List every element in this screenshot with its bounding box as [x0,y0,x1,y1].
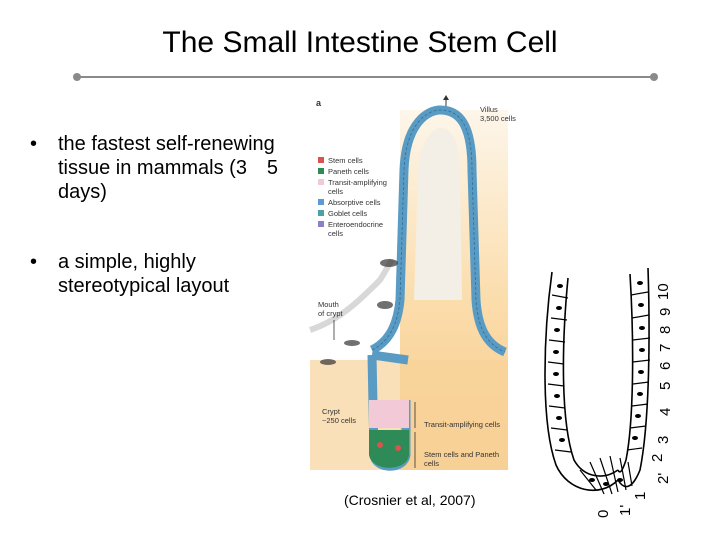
adjacent-villus [309,258,395,333]
legend-label: cells [328,187,343,196]
position-number: 5 [657,382,674,390]
cell-cluster [380,259,398,267]
bullet-item: • a simple, highly stereotypical layout [30,250,300,298]
nucleus [637,392,643,396]
cell-type-legend: Stem cells Paneth cells Transit-amplifyi… [318,156,387,238]
crypt-inner-right [617,273,634,473]
legend-swatch-goblet [318,210,324,216]
transit-label: Transit-amplifying cells [424,420,500,429]
position-number: 8 [657,326,674,334]
bullet-text: a simple, highly stereotypical layout [58,251,230,297]
legend-label: Enteroendocrine [328,220,383,229]
crypt-drawing [544,267,651,495]
crypt-mouth-epithelium [371,350,409,365]
position-number: 7 [657,344,674,352]
position-number: 4 [657,408,674,416]
legend-swatch-transit [318,179,324,185]
legend-label: Goblet cells [328,209,367,218]
position-number: 1' [617,505,634,516]
nucleus [553,372,559,376]
slide-title: The Small Intestine Stem Cell [162,26,558,59]
nucleus [603,482,609,486]
crypt-count-label: ~250 cells [322,416,356,425]
panel-label: a [316,98,322,108]
legend-swatch-enteroendocrine [318,221,324,227]
divider-right-dot [650,73,658,81]
nucleus [635,414,641,418]
position-number: 0 [595,510,612,518]
position-number: 3 [655,436,672,444]
nucleus [554,394,560,398]
villus-cell-borders [371,109,506,353]
bullet-text: the fastest self-renewing tissue in mamm… [58,133,279,203]
legend-label: cells [328,229,343,238]
nucleus [556,306,562,310]
villus-core [414,128,462,300]
nucleus [556,416,562,420]
mouth-sub-label: of crypt [318,309,344,318]
nucleus [589,478,595,482]
legend-label: Absorptive cells [328,198,381,207]
divider-left-dot [73,73,81,81]
crypt-inner-left [562,277,619,477]
nucleus [554,328,560,332]
position-number: 6 [657,362,674,370]
bullet-mark: • [30,133,38,155]
mouth-label: Mouth [318,300,339,309]
legend-label: Paneth cells [328,167,369,176]
nucleus [559,438,565,442]
position-number: 2 [649,454,666,462]
position-number: 2' [655,473,672,484]
villus-count-label: 3,500 cells [480,114,516,123]
legend-label: Transit-amplifying [328,178,387,187]
nucleus [637,281,643,285]
nucleus [639,348,645,352]
legend-swatch-stem [318,157,324,163]
title-divider [76,76,654,78]
bullet-item: • the fastest self-renewing tissue in ma… [30,132,300,204]
bullet-list: • the fastest self-renewing tissue in ma… [30,132,300,344]
citation: (Crosnier et al, 2007) [344,492,476,508]
legend-swatch-absorptive [318,199,324,205]
nucleus [638,303,644,307]
nucleus [553,350,559,354]
crypt-base-cells [579,455,633,495]
villus-label: Villus [480,105,498,114]
transit-amplifying-zone [369,400,409,428]
cell-cluster [377,301,393,309]
villus-arrow-head [443,95,449,100]
legend-swatch-paneth [318,168,324,174]
nucleus [557,284,563,288]
position-number: 9 [657,308,674,316]
nucleus [639,326,645,330]
nucleus [638,370,644,374]
legend-label: Stem cells [328,156,363,165]
cell-borders-right [626,291,651,451]
position-number: 1 [632,492,649,500]
cell-cluster [344,340,360,346]
position-number: 10 [655,283,672,300]
stem-cell [377,442,383,448]
nucleus [617,478,623,482]
cell-cluster [320,359,336,365]
stem-paneth-zone [369,430,409,468]
nucleus [632,436,638,440]
stem-cell [395,445,401,451]
stem-sub-label: cells [424,459,439,468]
stem-label: Stem cells and Paneth [424,450,499,459]
crypt-outline-left [544,271,619,492]
crypt-outline-right [617,267,650,488]
crypt-position-numbers: 0 1' 1 2' 2 3 4 5 6 7 8 9 10 [595,283,674,518]
crypt-nuclei [553,281,645,486]
crypt-label: Crypt [322,407,341,416]
cell-borders-left [547,294,572,453]
bullet-mark: • [30,251,38,273]
